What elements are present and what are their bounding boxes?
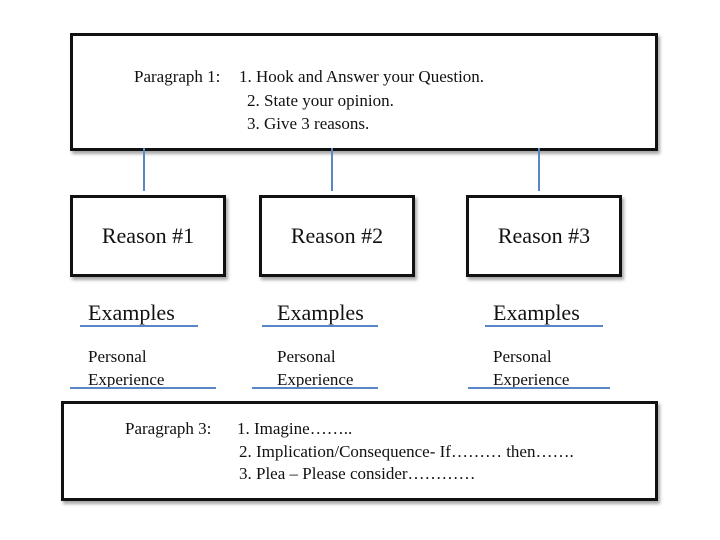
experience-1-underline xyxy=(70,387,216,389)
personal-3-label: Personal xyxy=(493,347,552,366)
examples-2-label: Examples xyxy=(277,300,364,325)
reason-1-box: Reason #1 xyxy=(70,195,226,277)
paragraph-1-item-2: 2. State your opinion. xyxy=(247,91,394,110)
experience-1-label: Experience xyxy=(88,370,165,389)
connector-3 xyxy=(538,148,540,191)
reason-1-label: Reason #1 xyxy=(101,223,195,248)
connector-2 xyxy=(331,148,333,191)
paragraph-1-item-1: 1. Hook and Answer your Question. xyxy=(239,67,485,86)
paragraph-3-item-2: 2. Implication/Consequence- If……… then……… xyxy=(239,442,574,461)
paragraph-3-item-1: 1. Imagine…….. xyxy=(237,419,353,438)
examples-3-underline xyxy=(485,325,603,327)
experience-2-underline xyxy=(252,387,378,389)
personal-1-label: Personal xyxy=(88,347,147,366)
examples-1-label: Examples xyxy=(88,300,175,325)
reason-2-box: Reason #2 xyxy=(259,195,415,277)
reason-3-label: Reason #3 xyxy=(497,223,591,248)
experience-2-label: Experience xyxy=(277,370,354,389)
paragraph-3-item-3: 3. Plea – Please consider………… xyxy=(239,464,476,483)
paragraph-3-box: Paragraph 3: 1. Imagine…….. 2. Implicati… xyxy=(61,401,658,501)
examples-1-underline xyxy=(80,325,198,327)
paragraph-1-lead: Paragraph 1: xyxy=(134,67,221,86)
paragraph-1-box: Paragraph 1: 1. Hook and Answer your Que… xyxy=(70,33,658,151)
examples-3-label: Examples xyxy=(493,300,580,325)
personal-2-label: Personal xyxy=(277,347,336,366)
experience-3-underline xyxy=(468,387,610,389)
paragraph-1-item-3: 3. Give 3 reasons. xyxy=(247,114,370,133)
reason-2-label: Reason #2 xyxy=(290,223,384,248)
examples-2-underline xyxy=(262,325,378,327)
paragraph-3-lead: Paragraph 3: xyxy=(125,419,212,438)
experience-3-label: Experience xyxy=(493,370,570,389)
connector-1 xyxy=(143,148,145,191)
reason-3-box: Reason #3 xyxy=(466,195,622,277)
